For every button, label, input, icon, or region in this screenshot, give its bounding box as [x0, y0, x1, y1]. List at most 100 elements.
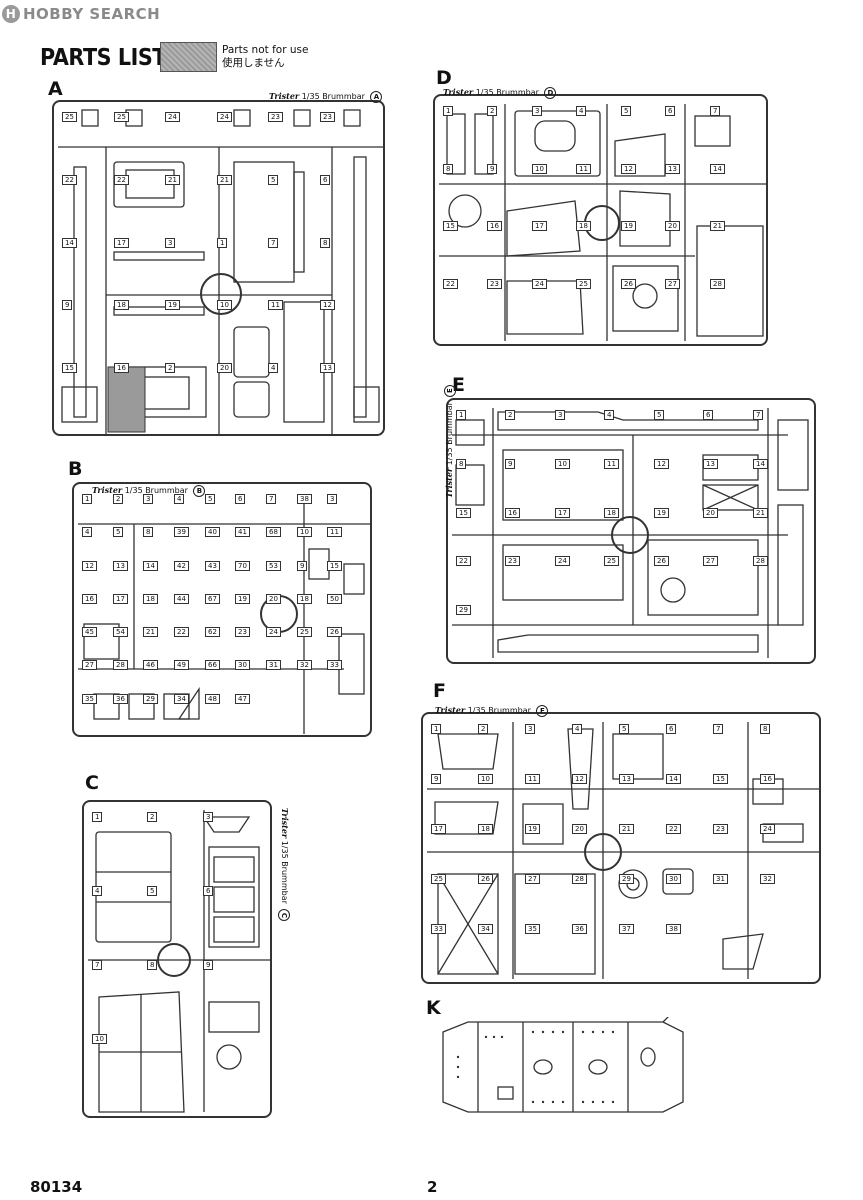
- part-number-label: 3: [165, 238, 176, 248]
- part-number-label: 1: [82, 494, 93, 504]
- part-number-label: 9: [297, 561, 308, 571]
- sprue-c-scale: 1/35 Brummbar: [280, 840, 289, 904]
- sprue-letter-k: K: [426, 997, 441, 1019]
- part-number-label: 16: [505, 508, 520, 518]
- part-number-label: 6: [665, 106, 676, 116]
- part-number-label: 7: [710, 106, 721, 116]
- sprue-letter-e: E: [452, 374, 465, 396]
- part-number-label: 11: [604, 459, 619, 469]
- part-number-label: 25: [604, 556, 619, 566]
- sprue-letter-d: D: [436, 67, 452, 89]
- part-number-label: 21: [710, 221, 725, 231]
- part-number-label: 10: [478, 774, 493, 784]
- part-number-label: 9: [203, 960, 214, 970]
- part-number-label: 24: [266, 627, 281, 637]
- sprue-f-brand: Trister 1/35 Brummbar F: [435, 705, 549, 717]
- part-number-label: 28: [572, 874, 587, 884]
- sprue-f-drawing: [427, 722, 819, 979]
- part-number-label: 1: [456, 410, 467, 420]
- part-number-label: 41: [235, 527, 250, 537]
- part-number-label: 47: [235, 694, 250, 704]
- part-number-label: 1: [431, 724, 442, 734]
- part-number-label: 25: [62, 112, 77, 122]
- sprue-letter-a: A: [48, 78, 63, 100]
- part-number-label: 6: [203, 886, 214, 896]
- part-number-label: 4: [268, 363, 279, 373]
- part-number-label: 5: [619, 724, 630, 734]
- part-number-label: 54: [113, 627, 128, 637]
- sprue-f-scale: 1/35 Brummbar: [467, 706, 531, 715]
- part-number-label: 7: [268, 238, 279, 248]
- part-number-label: 8: [320, 238, 331, 248]
- part-number-label: 26: [654, 556, 669, 566]
- part-number-label: 18: [114, 300, 129, 310]
- part-number-label: 3: [525, 724, 536, 734]
- part-number-label: 2: [505, 410, 516, 420]
- part-number-label: 19: [621, 221, 636, 231]
- sprue-a-scale: 1/35 Brummbar: [301, 92, 365, 101]
- part-number-label: 18: [604, 508, 619, 518]
- sprue-c-brand: Trister 1/35 Brummbar C: [278, 808, 290, 922]
- sprue-d-code: D: [544, 87, 557, 99]
- part-number-label: 14: [666, 774, 681, 784]
- part-number-label: 53: [266, 561, 281, 571]
- part-number-label: 4: [82, 527, 93, 537]
- part-number-label: 9: [431, 774, 442, 784]
- part-number-label: 37: [619, 924, 634, 934]
- part-number-label: 44: [174, 594, 189, 604]
- part-number-label: 5: [621, 106, 632, 116]
- part-number-label: 31: [713, 874, 728, 884]
- part-number-label: 3: [203, 812, 214, 822]
- part-number-label: 2: [165, 363, 176, 373]
- part-number-label: 17: [113, 594, 128, 604]
- not-for-use-legend: Parts not for use 使用しません: [222, 44, 308, 69]
- part-number-label: 8: [760, 724, 771, 734]
- sprue-c-code: C: [278, 909, 290, 922]
- part-number-label: 19: [654, 508, 669, 518]
- sprue-e-scale: 1/35 Brummbar: [445, 402, 454, 466]
- part-number-label: 24: [760, 824, 775, 834]
- part-number-label: 17: [431, 824, 446, 834]
- part-number-label: 2: [147, 812, 158, 822]
- kit-number: 80134: [30, 1178, 83, 1196]
- legend-text-en: Parts not for use: [222, 44, 309, 56]
- part-number-label: 13: [703, 459, 718, 469]
- part-number-label: 28: [113, 660, 128, 670]
- part-number-label: 38: [297, 494, 312, 504]
- part-number-label: 32: [297, 660, 312, 670]
- sprue-d-brand: Trister 1/35 Brummbar D: [443, 87, 557, 99]
- part-number-label: 21: [217, 175, 232, 185]
- part-number-label: 25: [576, 279, 591, 289]
- part-number-label: 20: [572, 824, 587, 834]
- part-number-label: 2: [478, 724, 489, 734]
- part-number-label: 8: [443, 164, 454, 174]
- part-number-label: 38: [666, 924, 681, 934]
- part-number-label: 10: [92, 1034, 107, 1044]
- part-number-label: 17: [555, 508, 570, 518]
- part-number-label: 6: [235, 494, 246, 504]
- part-number-label: 29: [456, 605, 471, 615]
- part-number-label: 15: [456, 508, 471, 518]
- part-number-label: 22: [114, 175, 129, 185]
- part-number-label: 27: [82, 660, 97, 670]
- part-number-label: 29: [143, 694, 158, 704]
- hobby-search-logo-icon: H: [2, 5, 20, 23]
- sprue-c-brand-name: Trister: [280, 808, 290, 839]
- part-number-label: 42: [174, 561, 189, 571]
- part-number-label: 21: [619, 824, 634, 834]
- part-number-label: 13: [665, 164, 680, 174]
- part-number-label: 4: [572, 724, 583, 734]
- part-number-label: 24: [555, 556, 570, 566]
- part-number-label: 26: [478, 874, 493, 884]
- part-number-label: 50: [327, 594, 342, 604]
- part-number-label: 20: [266, 594, 281, 604]
- part-number-label: 23: [713, 824, 728, 834]
- part-number-label: 45: [82, 627, 97, 637]
- part-number-label: 5: [205, 494, 216, 504]
- part-number-label: 5: [268, 175, 279, 185]
- part-number-label: 12: [572, 774, 587, 784]
- part-number-label: 6: [666, 724, 677, 734]
